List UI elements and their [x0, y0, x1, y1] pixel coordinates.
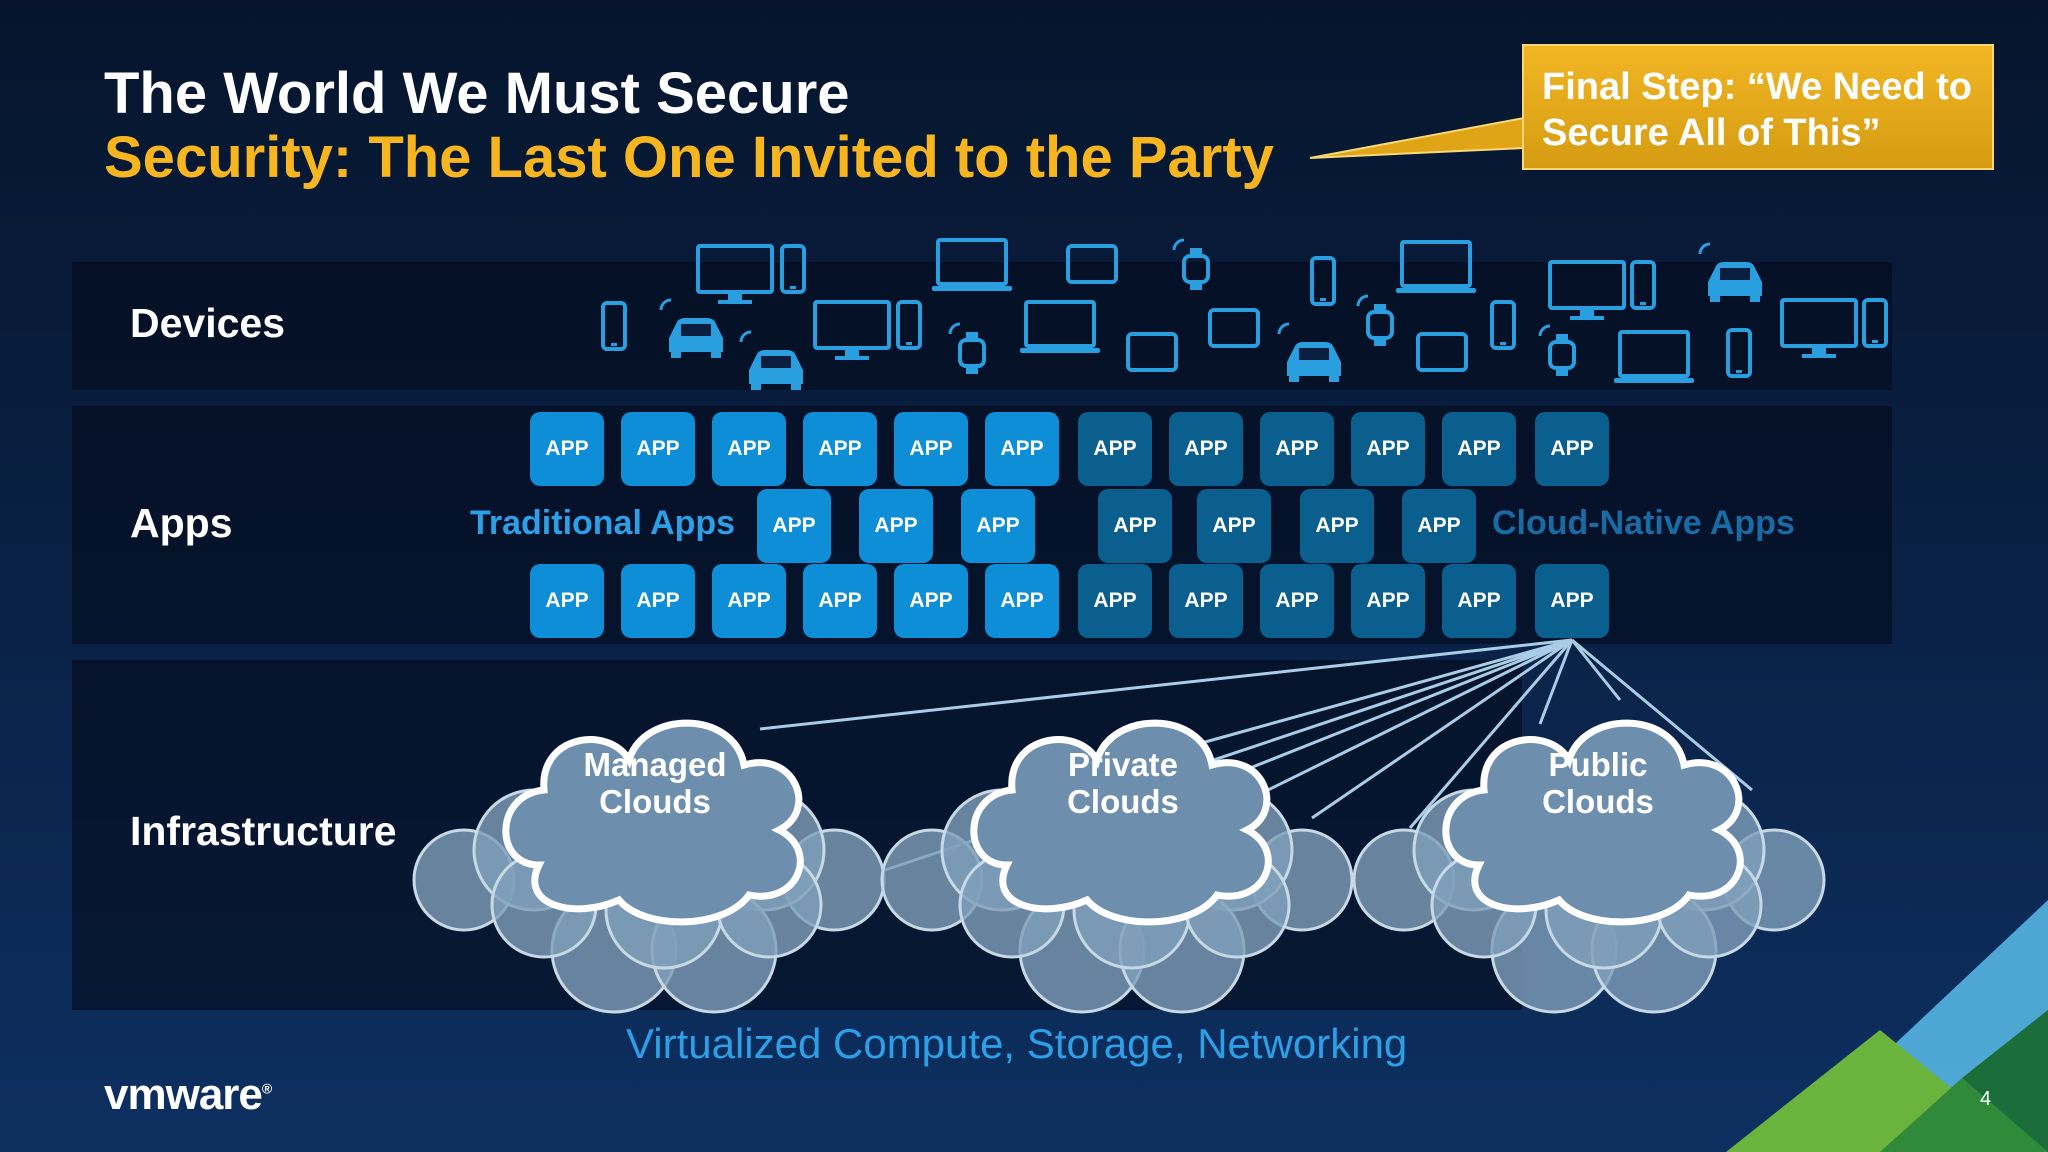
public-clouds-label: Public Clouds — [1542, 746, 1654, 820]
page-subtitle: Security: The Last One Invited to the Pa… — [104, 125, 1274, 190]
app-tile: APP — [859, 489, 933, 563]
app-tile: APP — [894, 412, 968, 486]
callout-box: Final Step: “We Need to Secure All of Th… — [1522, 44, 1994, 170]
app-tile: APP — [894, 564, 968, 638]
vmware-logo: vmware® — [104, 1070, 272, 1120]
app-tile: APP — [1260, 412, 1334, 486]
app-tile: APP — [1098, 489, 1172, 563]
app-tile: APP — [1351, 564, 1425, 638]
row-label-infrastructure: Infrastructure — [130, 808, 397, 854]
app-tile: APP — [1351, 412, 1425, 486]
app-tile: APP — [1078, 412, 1152, 486]
app-tile: APP — [621, 564, 695, 638]
private-clouds-label: Private Clouds — [1067, 746, 1179, 820]
app-tile: APP — [1169, 564, 1243, 638]
app-tile: APP — [803, 412, 877, 486]
app-tile: APP — [1535, 412, 1609, 486]
logo-text: vmware — [104, 1070, 263, 1119]
app-tile: APP — [1078, 564, 1152, 638]
callout-line-1: Final Step: “We Need to — [1542, 66, 1973, 108]
app-tile: APP — [1169, 412, 1243, 486]
app-tile: APP — [530, 564, 604, 638]
app-tile: APP — [1260, 564, 1334, 638]
virtualization-caption: Virtualized Compute, Storage, Networking — [626, 1020, 1408, 1067]
app-tile: APP — [985, 412, 1059, 486]
app-tile: APP — [1442, 564, 1516, 638]
app-tile: APP — [1442, 412, 1516, 486]
callout-line-2: Secure All of This” — [1542, 112, 1881, 154]
logo-registered-mark: ® — [261, 1080, 272, 1097]
managed-clouds-label: Managed Clouds — [583, 746, 727, 820]
cloud-native-apps-label: Cloud-Native Apps — [1492, 504, 1795, 542]
app-tile: APP — [961, 489, 1035, 563]
app-tile: APP — [530, 412, 604, 486]
app-tile: APP — [1402, 489, 1476, 563]
page-title: The World We Must Secure — [104, 61, 850, 126]
row-label-apps: Apps — [130, 500, 233, 546]
app-tile: APP — [985, 564, 1059, 638]
app-tile: APP — [757, 489, 831, 563]
app-tile: APP — [1535, 564, 1609, 638]
connector-lines — [759, 638, 1753, 873]
traditional-apps-label: Traditional Apps — [470, 504, 736, 542]
row-label-devices: Devices — [130, 300, 286, 346]
app-tile: APP — [712, 412, 786, 486]
page-number: 4 — [1980, 1088, 1992, 1110]
app-tile: APP — [712, 564, 786, 638]
app-tile: APP — [803, 564, 877, 638]
app-tile: APP — [621, 412, 695, 486]
app-tile: APP — [1300, 489, 1374, 563]
app-tile: APP — [1197, 489, 1271, 563]
